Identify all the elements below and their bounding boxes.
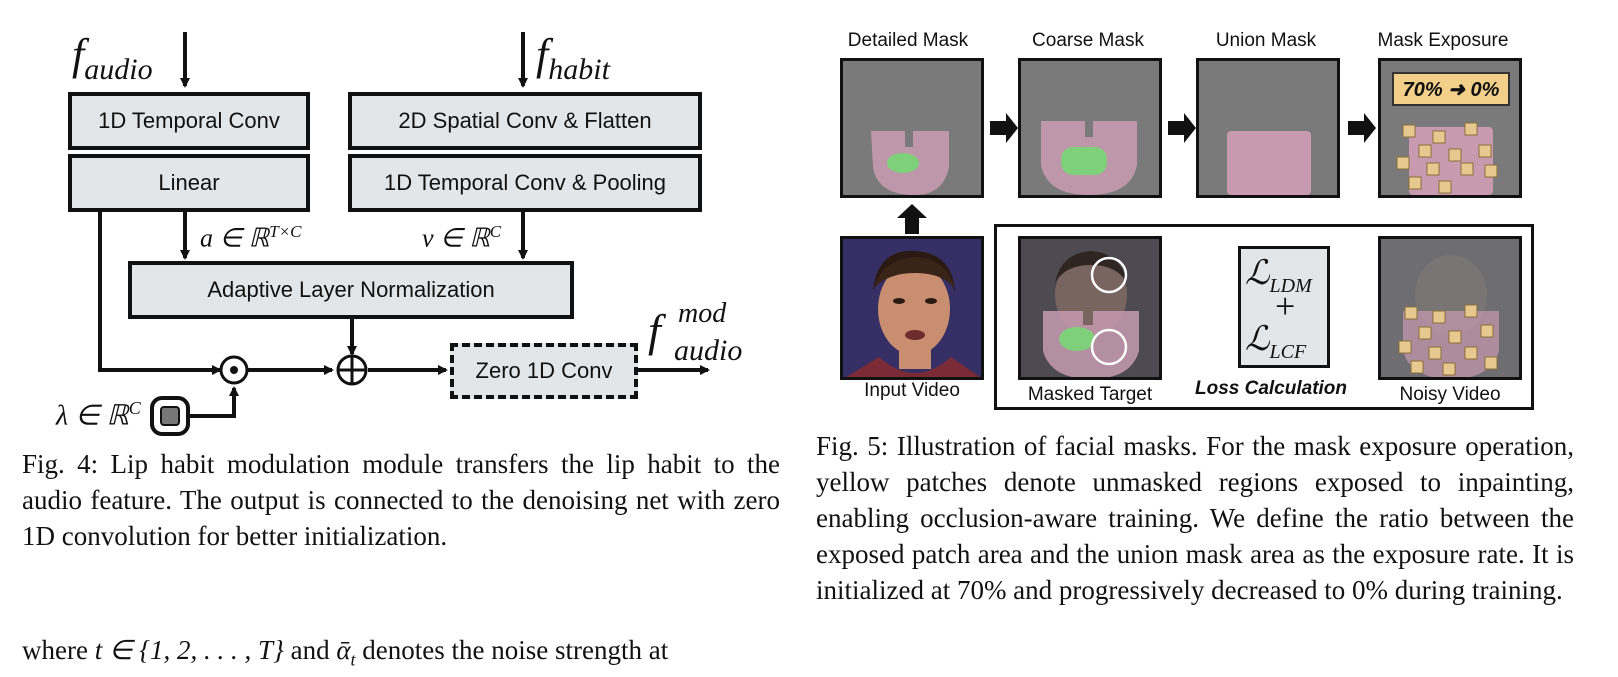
fig4-connectors xyxy=(98,32,710,436)
loss-lcf-term: ℒLCF xyxy=(1245,321,1307,363)
v-dimension-label: v ∈ ℝC xyxy=(422,222,502,253)
union-mask-panel xyxy=(1196,58,1340,198)
zero-conv-block: Zero 1D Conv xyxy=(450,343,638,399)
temporal-pool-block: 1D Temporal Conv & Pooling xyxy=(348,154,702,212)
fig5-caption: Fig. 5: Illustration of facial masks. Fo… xyxy=(816,431,1574,605)
masked-target-label: Masked Target xyxy=(1027,384,1153,405)
arrow-input-to-detailed xyxy=(897,204,927,234)
input-video-frame xyxy=(840,236,984,380)
detailed-mask-label: Detailed Mask xyxy=(847,30,969,51)
loss-ldm-term: ℒLDM xyxy=(1245,255,1312,297)
masked-target-frame xyxy=(1018,236,1162,380)
mask-exposure-label: Mask Exposure xyxy=(1377,30,1509,51)
spatial-conv-block: 2D Spatial Conv & Flatten xyxy=(348,92,702,150)
body-text-line: where t ∈ {1, 2, . . . , T} and ᾱt denot… xyxy=(22,635,669,670)
exposure-rate-badge: 70% ➜ 0% xyxy=(1392,72,1510,106)
linear-block: Linear xyxy=(68,154,310,212)
a-dimension-label: a ∈ ℝT×C xyxy=(200,222,302,253)
f-audio-mod-sub: audio xyxy=(674,334,743,367)
input-video-label: Input Video xyxy=(864,380,960,401)
loss-formula-box: ℒLDM + ℒLCF xyxy=(1238,246,1330,368)
detailed-mask-panel xyxy=(840,58,984,198)
coarse-mask-panel xyxy=(1018,58,1162,198)
arrow-coarse-to-union xyxy=(1168,113,1196,143)
noisy-video-label: Noisy Video xyxy=(1399,384,1501,405)
f-audio-label: faudio xyxy=(72,30,153,86)
adaptive-layer-norm-block: Adaptive Layer Normalization xyxy=(128,261,574,319)
f-audio-mod-sup: mod xyxy=(678,298,727,329)
loss-plus-sign: + xyxy=(1275,286,1296,326)
temporal-conv-block: 1D Temporal Conv xyxy=(68,92,310,150)
fig4-caption: Fig. 4: Lip habit modulation module tran… xyxy=(22,449,780,551)
union-mask-label: Union Mask xyxy=(1215,30,1317,51)
coarse-mask-label: Coarse Mask xyxy=(1032,30,1144,51)
loss-calculation-label: Loss Calculation xyxy=(1194,378,1348,399)
lambda-label: λ ∈ ℝC xyxy=(56,398,141,432)
f-audio-mod-label: f xyxy=(648,305,661,356)
arrow-union-to-exposure xyxy=(1348,113,1376,143)
arrow-detailed-to-coarse xyxy=(990,113,1018,143)
noisy-video-frame xyxy=(1378,236,1522,380)
f-habit-label: fhabit xyxy=(536,30,610,86)
